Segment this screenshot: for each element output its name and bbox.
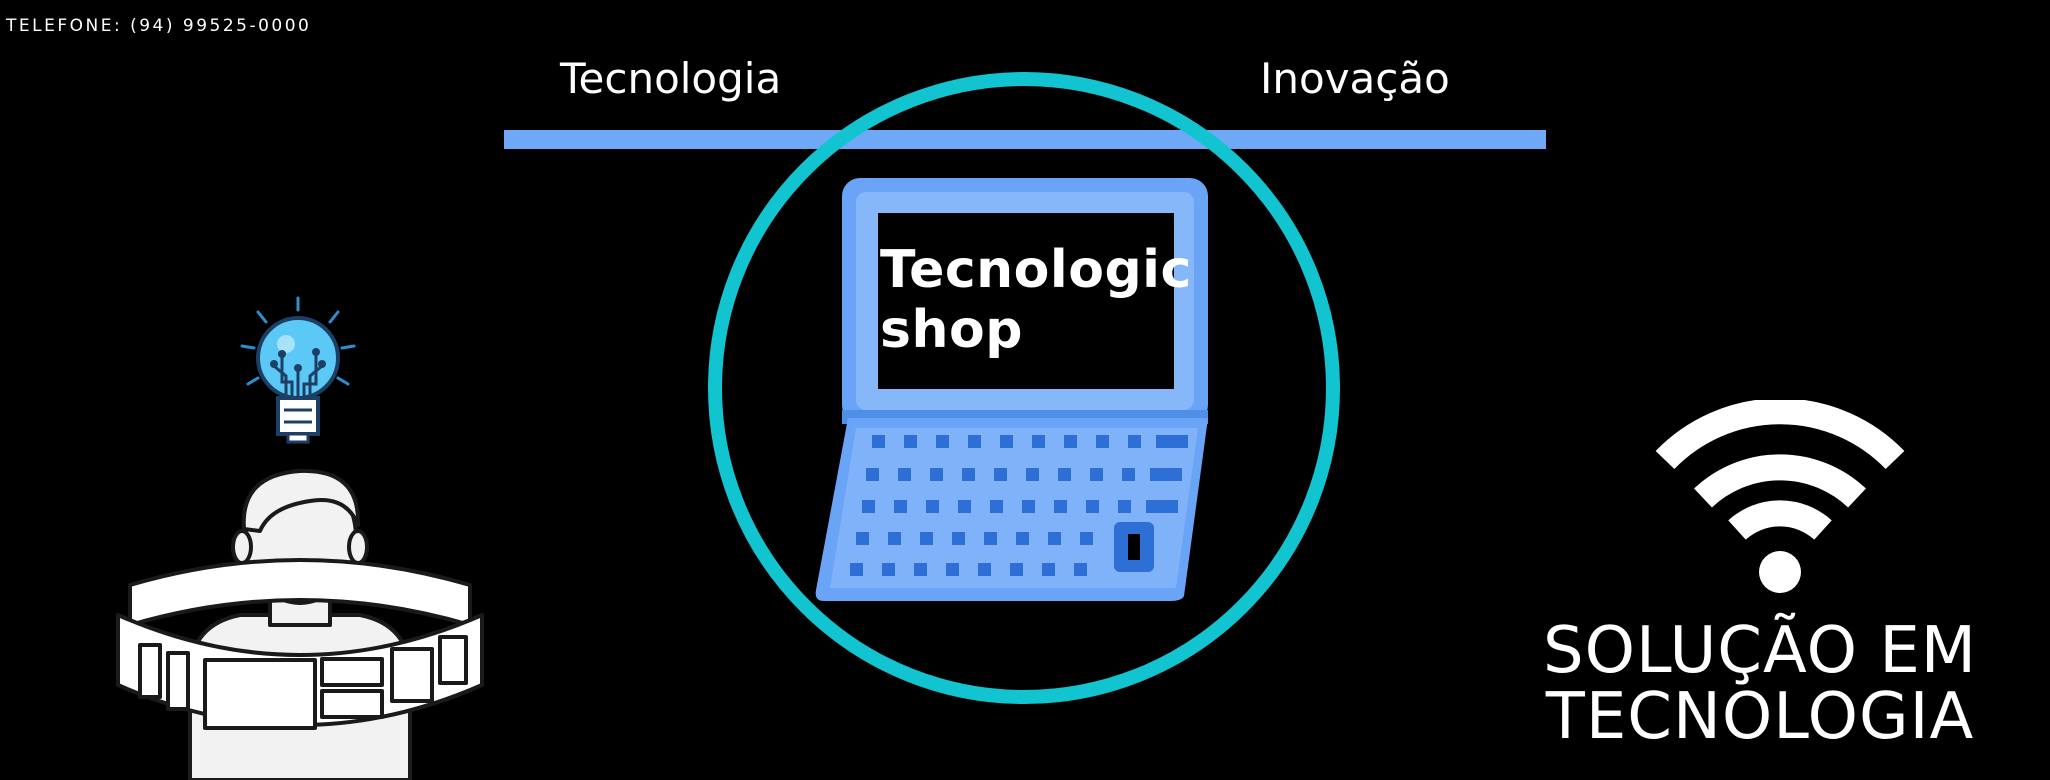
lightbulb-icon xyxy=(240,296,356,444)
label-inovacao: Inovação xyxy=(1260,54,1450,103)
laptop-icon xyxy=(815,178,1208,601)
wifi-icon xyxy=(1655,400,1905,593)
label-tecnologia: Tecnologia xyxy=(560,54,782,103)
tagline-line-2: TECNOLOGIA xyxy=(1545,680,1975,754)
brand-line-1: Tecnologic xyxy=(880,240,1192,300)
brand-line-2: shop xyxy=(880,300,1023,360)
tagline-line-1: SOLUÇÃO EM xyxy=(1542,614,1978,688)
phone-number: TELEFONE: (94) 99525-0000 xyxy=(6,16,312,36)
person-with-screens-icon xyxy=(116,468,484,780)
brand-name: Tecnologic shop xyxy=(880,240,1192,360)
tagline: SOLUÇÃO EM TECNOLOGIA xyxy=(1530,618,1990,750)
